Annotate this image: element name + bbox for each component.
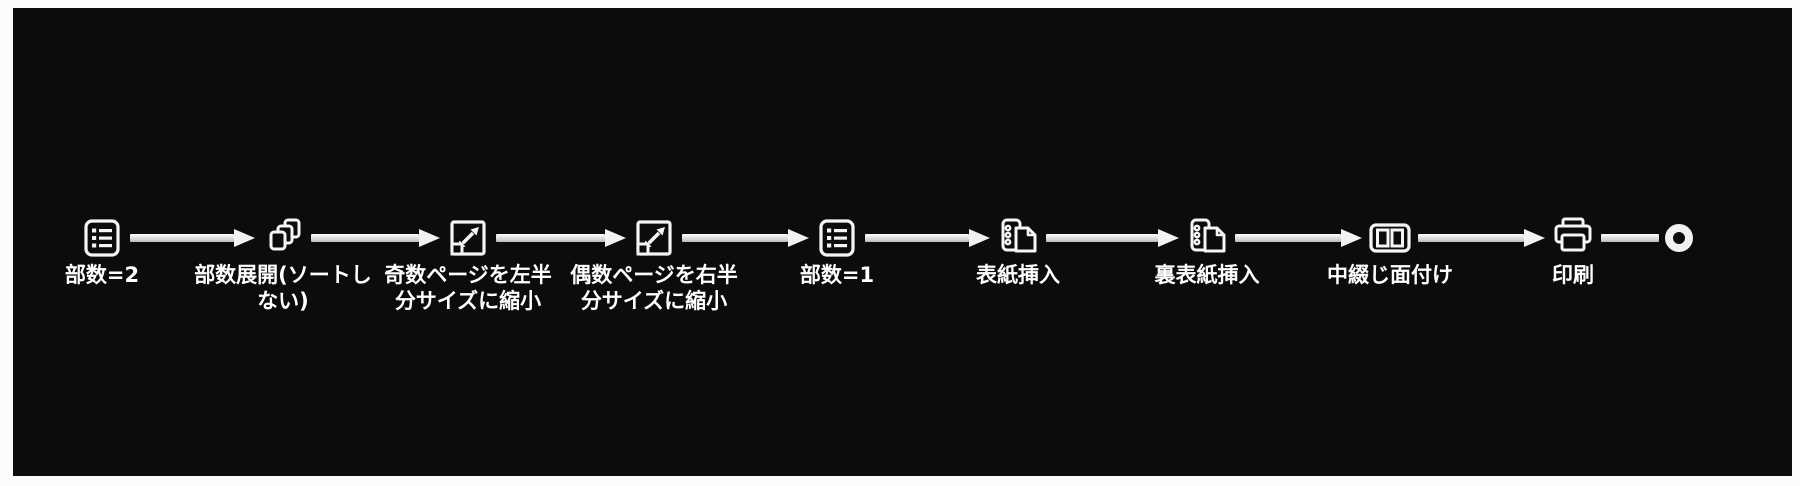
resize-shrink-icon	[634, 216, 674, 260]
workflow-node-insert-cover[interactable]: 表紙挿入	[923, 216, 1113, 288]
arrowhead-icon	[1524, 229, 1545, 247]
workflow-node-print[interactable]: 印刷	[1478, 216, 1668, 288]
insert-page-icon	[996, 216, 1040, 260]
connector-arrow	[311, 229, 440, 247]
workflow-node-copies-1[interactable]: 部数=1	[742, 216, 932, 288]
printer-icon	[1551, 216, 1595, 260]
node-label: 表紙挿入	[976, 263, 1060, 287]
workflow-node-shrink-even-right[interactable]: 偶数ページを右半分サイズに縮小	[559, 216, 749, 314]
insert-page-icon	[1185, 216, 1229, 260]
resize-shrink-icon	[448, 216, 488, 260]
open-book-icon	[1368, 216, 1412, 260]
arrowhead-icon	[1158, 229, 1179, 247]
workflow-node-copies-2[interactable]: 部数=2	[7, 216, 197, 288]
arrowhead-icon	[969, 229, 990, 247]
connector-arrow	[1046, 229, 1179, 247]
workflow-node-shrink-odd-left[interactable]: 奇数ページを左半分サイズに縮小	[373, 216, 563, 314]
arrowhead-icon	[419, 229, 440, 247]
node-label: 中綴じ面付け	[1327, 263, 1453, 287]
node-label: 裏表紙挿入	[1154, 263, 1260, 287]
connector-arrow	[130, 229, 255, 247]
workflow-canvas[interactable]: 部数=2 部数展開(ソートしない)	[13, 8, 1792, 476]
workflow-node-insert-back-cover[interactable]: 裏表紙挿入	[1112, 216, 1302, 288]
connector-arrow	[865, 229, 990, 247]
arrowhead-icon	[605, 229, 626, 247]
node-label: 部数展開(ソートしない)	[194, 263, 372, 313]
connector-arrow	[496, 229, 626, 247]
list-settings-icon	[817, 216, 857, 260]
connector-arrow	[1418, 229, 1545, 247]
arrowhead-icon	[1341, 229, 1362, 247]
copy-expand-icon	[261, 216, 305, 260]
node-label: 印刷	[1552, 263, 1594, 287]
workflow-node-saddle-stitch[interactable]: 中綴じ面付け	[1295, 216, 1485, 288]
arrowhead-icon	[234, 229, 255, 247]
node-label: 偶数ページを右半分サイズに縮小	[570, 263, 738, 313]
arrowhead-icon	[788, 229, 809, 247]
node-label: 奇数ページを左半分サイズに縮小	[384, 263, 552, 313]
node-label: 部数=2	[64, 263, 140, 287]
connector-line	[1601, 229, 1659, 247]
connector-arrow	[682, 229, 809, 247]
workflow-node-copy-expand[interactable]: 部数展開(ソートしない)	[188, 216, 378, 314]
list-settings-icon	[82, 216, 122, 260]
node-label: 部数=1	[799, 263, 875, 287]
end-ring-icon	[1665, 224, 1693, 252]
connector-arrow	[1235, 229, 1362, 247]
